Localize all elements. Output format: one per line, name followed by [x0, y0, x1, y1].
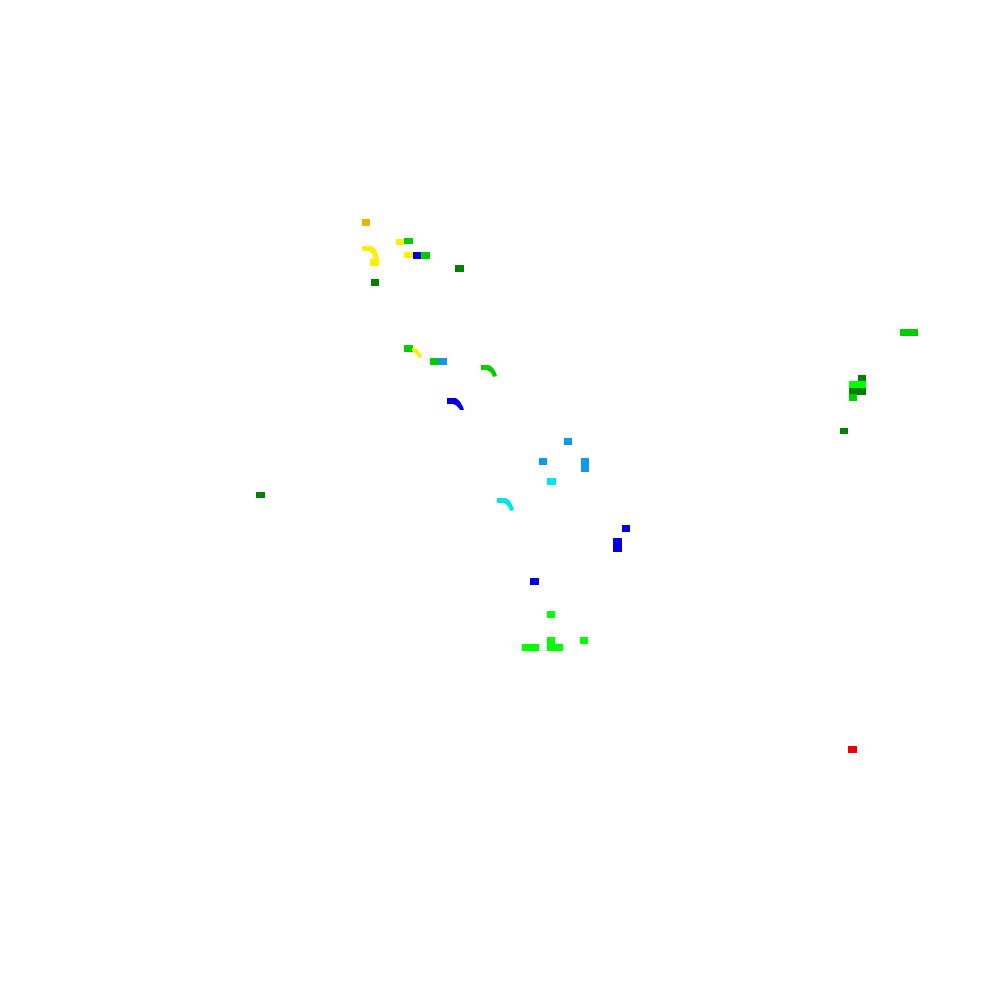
green-rect-fragment [421, 252, 430, 259]
sky-blue-rect-fragment [564, 438, 572, 445]
gold-rect-fragment [362, 219, 370, 226]
sky-blue-rect-fragment [438, 358, 447, 365]
cyan-arc-fragment [497, 498, 514, 511]
green-rect-fragment [849, 394, 857, 401]
sky-blue-rect-fragment [581, 458, 589, 472]
yellow-arc-fragment [412, 348, 422, 358]
green-rect-fragment [900, 329, 918, 336]
blue-rect-fragment [530, 578, 539, 585]
green-rect-fragment [404, 238, 413, 244]
yellow-rect-fragment [404, 252, 413, 258]
dark-green-rect-fragment [256, 492, 265, 498]
blue-rect-fragment [613, 538, 622, 552]
fragment-group [256, 219, 918, 753]
green-rect-fragment [404, 345, 413, 352]
blue-rect-fragment [622, 525, 630, 532]
bright-green-rect-fragment [522, 644, 539, 651]
yellow-rect-fragment [396, 239, 405, 245]
dark-green-rect-fragment [371, 279, 379, 286]
dark-green-rect-fragment [849, 388, 866, 395]
blue-arc-fragment [447, 398, 464, 410]
dark-green-rect-fragment [840, 428, 848, 434]
bright-green-rect-fragment [547, 611, 555, 618]
green-arc-fragment [481, 365, 497, 377]
bright-green-rect-fragment [547, 637, 555, 644]
green-rect-fragment [430, 358, 440, 365]
dark-green-rect-fragment [455, 265, 464, 272]
yellow-arc-fragment [362, 246, 379, 260]
dark-green-rect-fragment [858, 375, 866, 382]
bright-green-rect-fragment [580, 637, 588, 644]
red-rect-fragment [848, 746, 857, 753]
bright-green-rect-fragment [547, 644, 563, 651]
blue-rect-fragment [413, 252, 422, 259]
cyan-rect-fragment [547, 478, 556, 485]
sky-blue-rect-fragment [539, 458, 547, 465]
yellow-rect-fragment [370, 259, 379, 266]
bright-green-rect-fragment [849, 381, 866, 388]
